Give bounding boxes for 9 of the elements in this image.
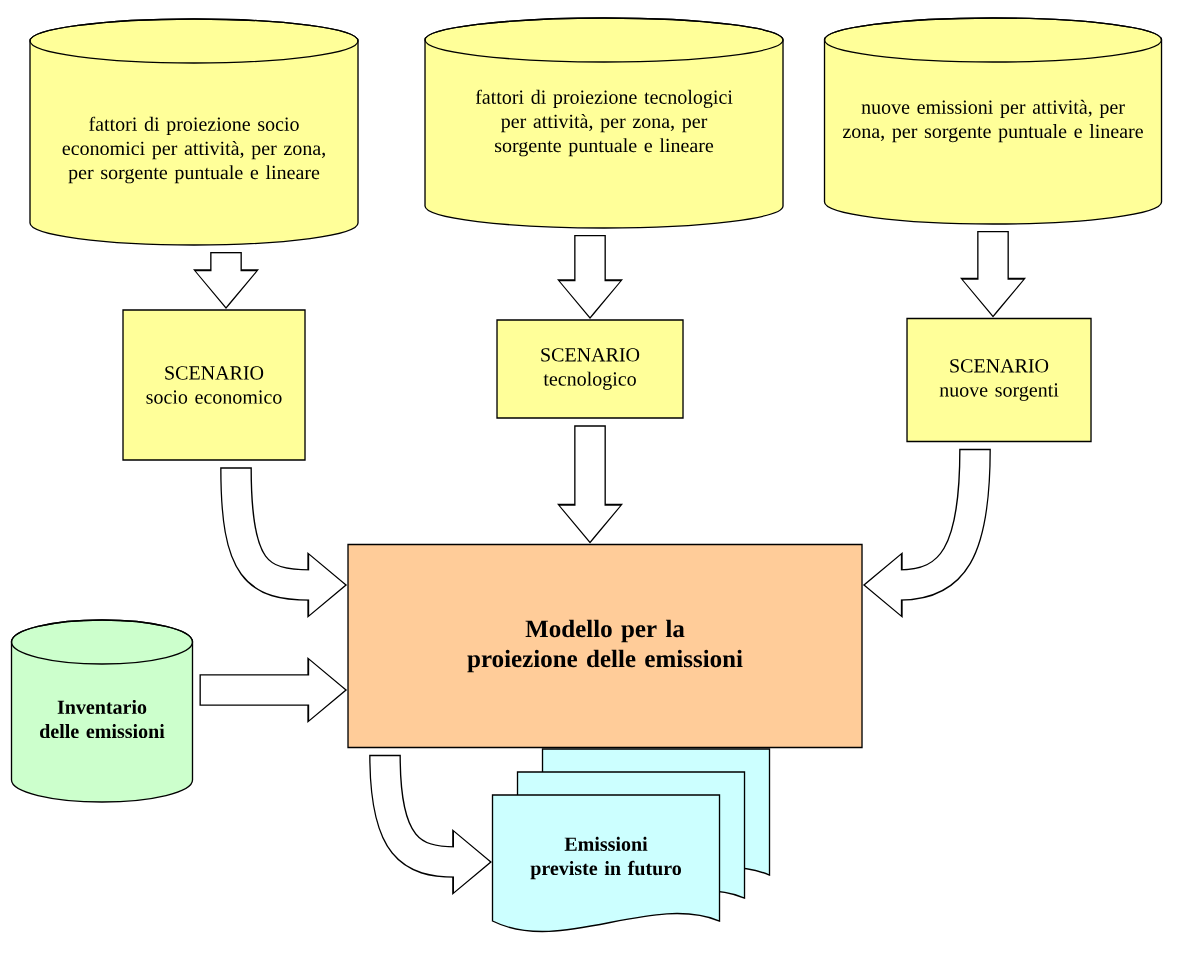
process-box: Modello per la proiezione delle emissioni xyxy=(347,543,863,749)
process-box: SCENARIO tecnologico xyxy=(496,319,684,419)
database-cylinder: Inventario delle emissioni xyxy=(10,619,194,803)
document-stack: Emissioni previste in futuro xyxy=(491,748,771,933)
database-cylinder: fattori di proiezione tecnologici per attività, per zona, per sorgente puntuale e lineare xyxy=(424,17,784,229)
process-box: SCENARIO socio economico xyxy=(122,309,306,461)
database-cylinder: fattori di proiezione socio economici per attività, per zona, per sorgente puntuale e lineare xyxy=(29,18,359,246)
database-cylinder: nuove emissioni per attività, per zona, per sorgente puntuale e lineare xyxy=(823,17,1163,225)
process-box: SCENARIO nuove sorgenti xyxy=(906,317,1092,443)
